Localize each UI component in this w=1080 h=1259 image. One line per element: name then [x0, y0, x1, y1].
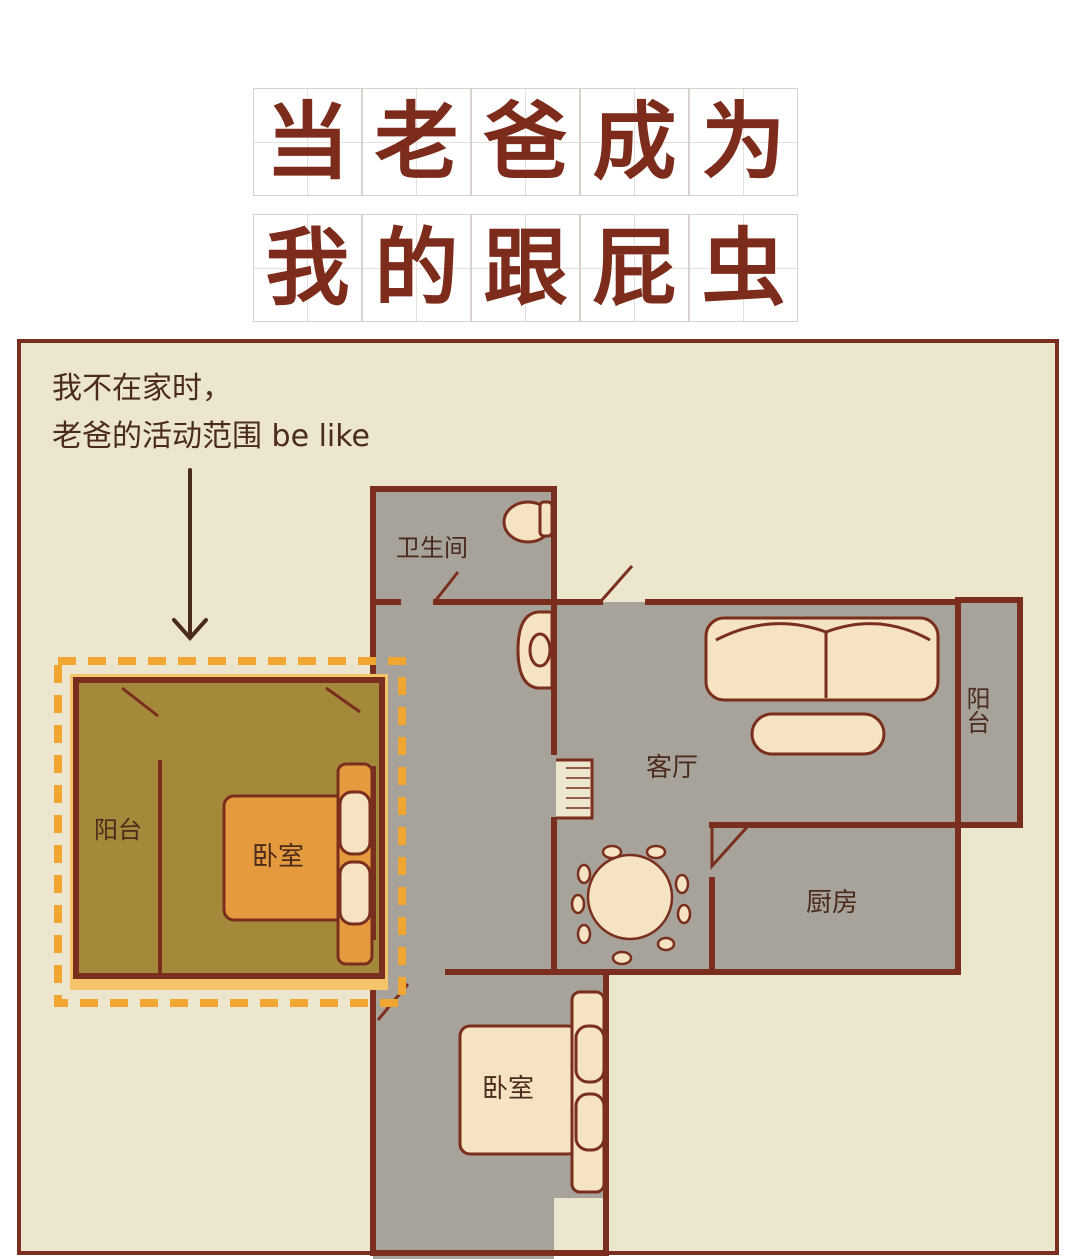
room-label-balcony-right: 阳台: [962, 686, 990, 734]
down-arrow-icon: [172, 468, 208, 642]
title-char: 虫: [689, 214, 798, 322]
room-label-bedroom-highlighted: 卧室: [252, 842, 304, 872]
highlighted-bed-icon: [222, 762, 374, 966]
title-char: 的: [362, 214, 471, 322]
dining-table-icon: [570, 844, 692, 966]
title-char: 成: [580, 88, 689, 196]
walls: [370, 486, 1023, 1256]
bed-icon: [458, 990, 606, 1194]
title-char: 跟: [471, 214, 580, 322]
room-label-bedroom-bottom: 卧室: [482, 1074, 534, 1104]
title-char: 当: [253, 88, 362, 196]
caption-line-2: 老爸的活动范围 be like: [52, 419, 370, 454]
sink-icon: [516, 610, 554, 690]
coffee-table-icon: [750, 712, 886, 756]
title-char: 爸: [471, 88, 580, 196]
room-label-bathroom: 卫生间: [396, 534, 468, 562]
title-line-2: 我 的 跟 屁 虫: [253, 214, 798, 322]
title-char: 老: [362, 88, 471, 196]
title-line-1: 当 老 爸 成 为: [253, 88, 798, 196]
room-label-kitchen: 厨房: [806, 888, 858, 918]
toilet-icon: [502, 500, 554, 544]
doors: [376, 565, 750, 1021]
title-char: 屁: [580, 214, 689, 322]
sofa-icon: [704, 616, 940, 702]
room-label-living-room: 客厅: [646, 753, 698, 783]
title-char: 我: [253, 214, 362, 322]
caption-line-1: 我不在家时，: [52, 371, 232, 406]
title-char: 为: [689, 88, 798, 196]
room-label-balcony-left: 阳台: [94, 816, 142, 844]
